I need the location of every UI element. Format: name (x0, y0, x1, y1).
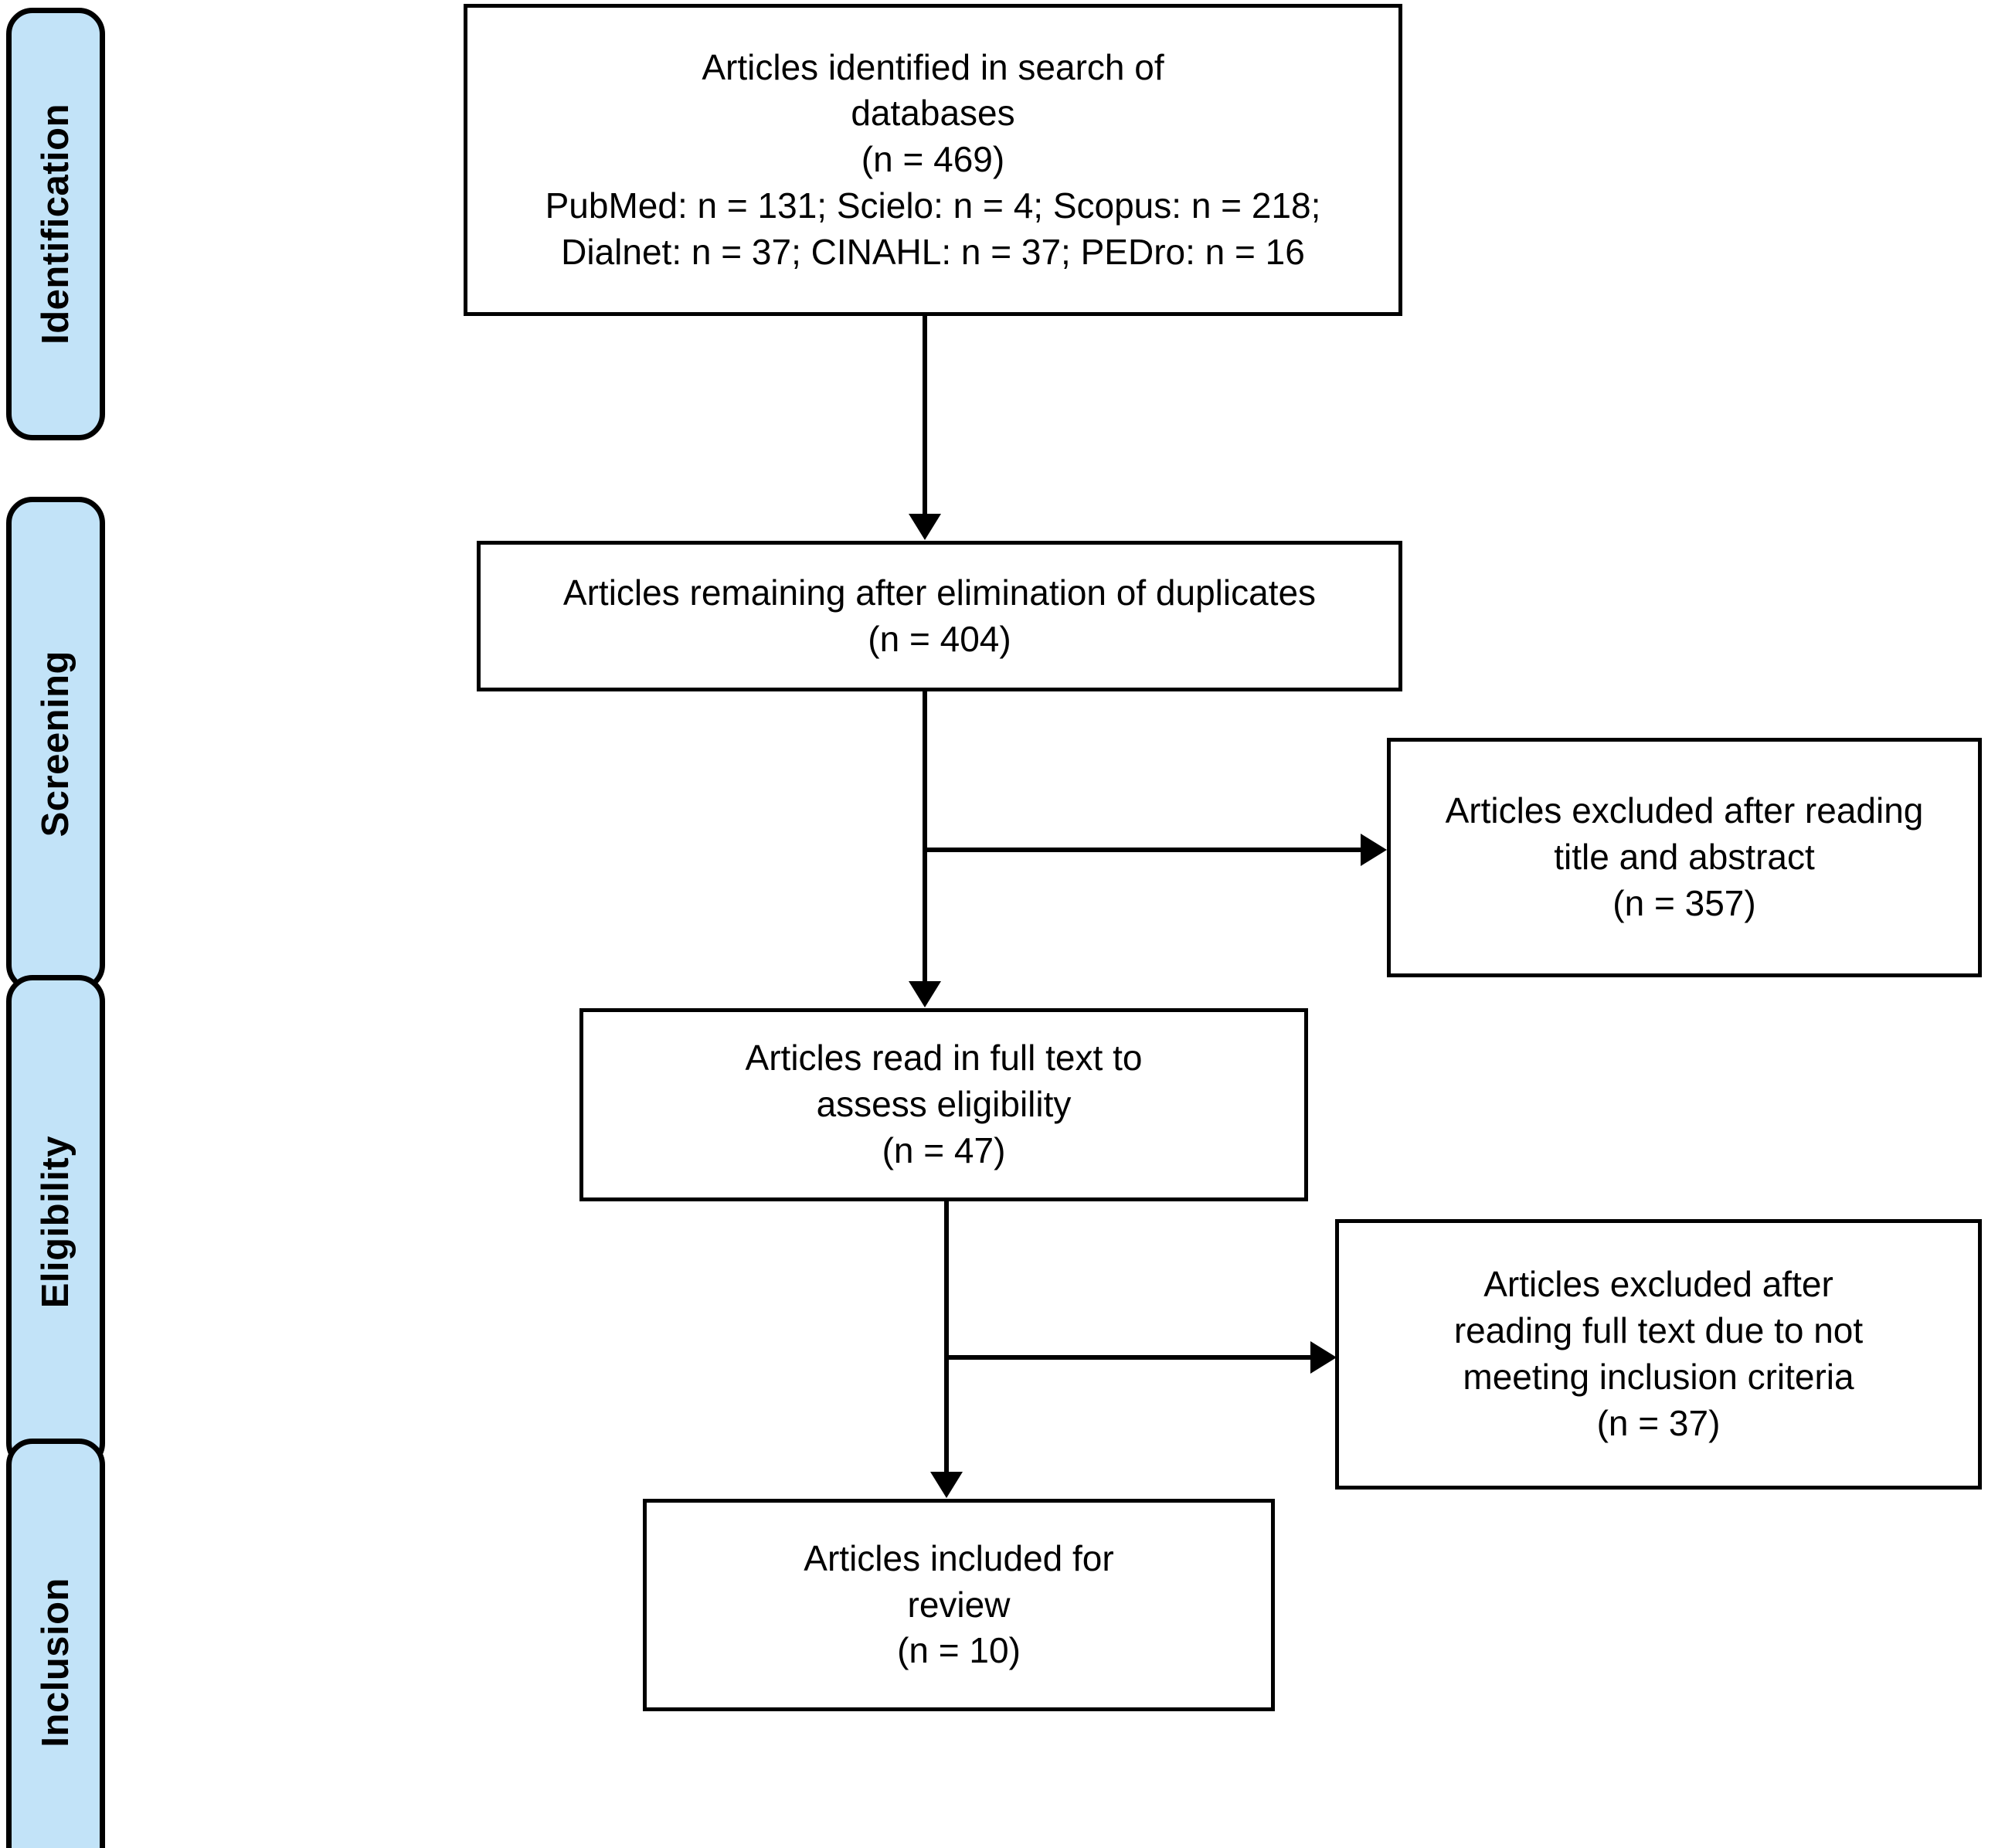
box-articles-identified-text: Articles identified in search of databas… (545, 46, 1321, 272)
box-excluded-full-text-text: Articles excluded after reading full tex… (1453, 1264, 1864, 1443)
connector-excluded-full-text-arrowhead (1310, 1341, 1337, 1374)
connector-excluded-title-abstract-line (923, 848, 1363, 852)
box-articles-identified: Articles identified in search of databas… (464, 4, 1402, 316)
connector-duplicates-to-fulltext-line (923, 691, 927, 982)
connector-fulltext-to-included-arrowhead (930, 1472, 963, 1498)
connector-excluded-full-text-line (944, 1355, 1313, 1360)
box-after-duplicates: Articles remaining after elimination of … (477, 541, 1402, 691)
box-articles-included: Articles included for review (n = 10) (643, 1499, 1275, 1711)
connector-identified-to-duplicates-arrowhead (909, 514, 941, 540)
stage-label-screening: Screening (6, 497, 105, 991)
box-full-text-assessed: Articles read in full text to assess eli… (579, 1008, 1308, 1201)
stage-label-screening-text: Screening (34, 651, 76, 837)
connector-identified-to-duplicates-line (923, 316, 927, 515)
stage-label-identification: Identification (6, 8, 105, 440)
connector-excluded-title-abstract-arrowhead (1361, 834, 1387, 866)
box-after-duplicates-text: Articles remaining after elimination of … (562, 572, 1317, 659)
connector-fulltext-to-included-line (944, 1201, 949, 1473)
connector-duplicates-to-fulltext-arrowhead (909, 981, 941, 1007)
stage-label-eligibility: Eligibility (6, 975, 105, 1469)
box-full-text-assessed-text: Articles read in full text to assess eli… (745, 1038, 1143, 1170)
box-excluded-full-text: Articles excluded after reading full tex… (1335, 1219, 1982, 1490)
stage-label-identification-text: Identification (34, 104, 76, 345)
stage-label-eligibility-text: Eligibility (34, 1136, 76, 1309)
box-excluded-title-abstract: Articles excluded after reading title an… (1387, 738, 1982, 977)
box-articles-included-text: Articles included for review (n = 10) (804, 1537, 1114, 1671)
stage-label-inclusion-text: Inclusion (34, 1578, 76, 1748)
stage-label-inclusion: Inclusion (6, 1439, 105, 1848)
box-excluded-title-abstract-text: Articles excluded after reading title an… (1445, 790, 1924, 923)
